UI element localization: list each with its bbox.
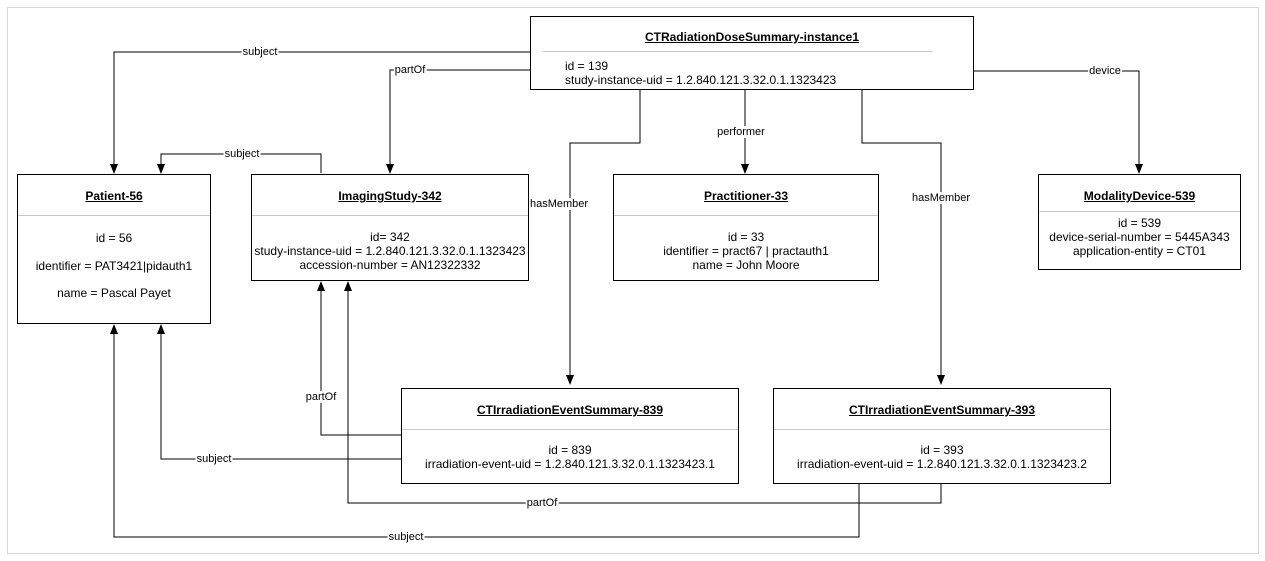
edge-label-hasmember-393: hasMember [910,192,972,204]
edge-e393-subject [110,324,860,538]
node-separator [774,429,1110,430]
edge-label-e393-partof: partOf [525,497,559,509]
node-title: Practitioner-33 [703,189,789,203]
edge-label-hasmember-839: hasMember [528,198,590,210]
node-separator [543,51,933,52]
node-ct-irradiation-event-839[interactable]: CTIrradiationEventSummary-839 id = 839 i… [401,388,739,484]
node-modality-device[interactable]: ModalityDevice-539 id = 539 device-seria… [1038,174,1241,270]
node-title: ModalityDevice-539 [1083,189,1196,203]
node-attr-study-instance-uid: study-instance-uid = 1.2.840.121.3.32.0.… [254,244,526,258]
node-attr-irradiation-event-uid: irradiation-event-uid = 1.2.840.121.3.32… [425,457,715,471]
node-attr-id: id = 56 [95,231,133,245]
edge-label-e393-subject: subject [387,531,425,543]
edge-dose-device [974,70,1143,174]
node-attr-identifier: identifier = pract67 | practauth1 [663,244,829,258]
edge-e839-partof [317,281,401,436]
node-patient[interactable]: Patient-56 id = 56 identifier = PAT3421|… [17,174,211,324]
node-imaging-study[interactable]: ImagingStudy-342 id= 342 study-instance-… [251,174,529,281]
node-attr-id: id = 139 [565,59,609,73]
edge-dose-subject [110,51,530,174]
edge-label-dose-partof: partOf [393,64,427,76]
edge-label-dose-subject: subject [241,46,279,58]
node-title: CTIrradiationEventSummary-839 [476,403,664,417]
node-attr-identifier: identifier = PAT3421|pidauth1 [35,259,193,273]
edge-dose-hasmember-393 [861,90,945,385]
edge-label-e839-partof: partOf [304,391,338,403]
diagram-canvas: subject partOf device performer hasMembe… [7,7,1259,554]
node-title: CTIrradiationEventSummary-393 [848,403,1036,417]
node-attr-device-serial-number: device-serial-number = 5445A343 [1049,230,1230,244]
node-practitioner[interactable]: Practitioner-33 id = 33 identifier = pra… [613,174,879,281]
node-title: CTRadiationDoseSummary-instance1 [644,30,860,44]
node-separator [614,215,878,216]
node-title: ImagingStudy-342 [338,189,442,203]
node-attr-irradiation-event-uid: irradiation-event-uid = 1.2.840.121.3.32… [797,457,1087,471]
node-attr-id: id = 839 [548,443,592,457]
node-attr-id: id = 539 [1117,216,1162,230]
edge-dose-partof [386,69,530,174]
node-title: Patient-56 [85,189,143,203]
edge-layer [110,51,1143,538]
node-attr-accession-number: accession-number = AN12322332 [299,258,481,272]
node-attr-id: id= 342 [370,230,410,244]
node-attr-application-entity: application-entity = CT01 [1072,244,1207,258]
edge-label-e839-subject: subject [195,453,233,465]
edge-label-dose-device: device [1088,65,1122,77]
node-separator [252,215,528,216]
node-separator [1039,211,1240,212]
edge-e839-subject [157,324,401,460]
edge-e393-partof [344,281,942,504]
node-attr-name: name = John Moore [692,258,800,272]
edge-label-dose-performer: performer [716,126,766,138]
node-separator [18,215,210,216]
edge-dose-hasmember-839 [566,90,641,385]
node-ct-irradiation-event-393[interactable]: CTIrradiationEventSummary-393 id = 393 i… [773,388,1111,484]
node-attr-study-instance-uid: study-instance-uid = 1.2.840.121.3.32.0.… [565,73,837,87]
node-attr-name: name = Pascal Payet [57,286,171,300]
node-attr-id: id = 33 [727,230,765,244]
node-separator [402,429,738,430]
edge-label-imaging-subject: subject [223,148,261,160]
node-attr-id: id = 393 [920,443,964,457]
node-ct-radiation-dose-summary[interactable]: CTRadiationDoseSummary-instance1 id = 13… [530,16,974,90]
